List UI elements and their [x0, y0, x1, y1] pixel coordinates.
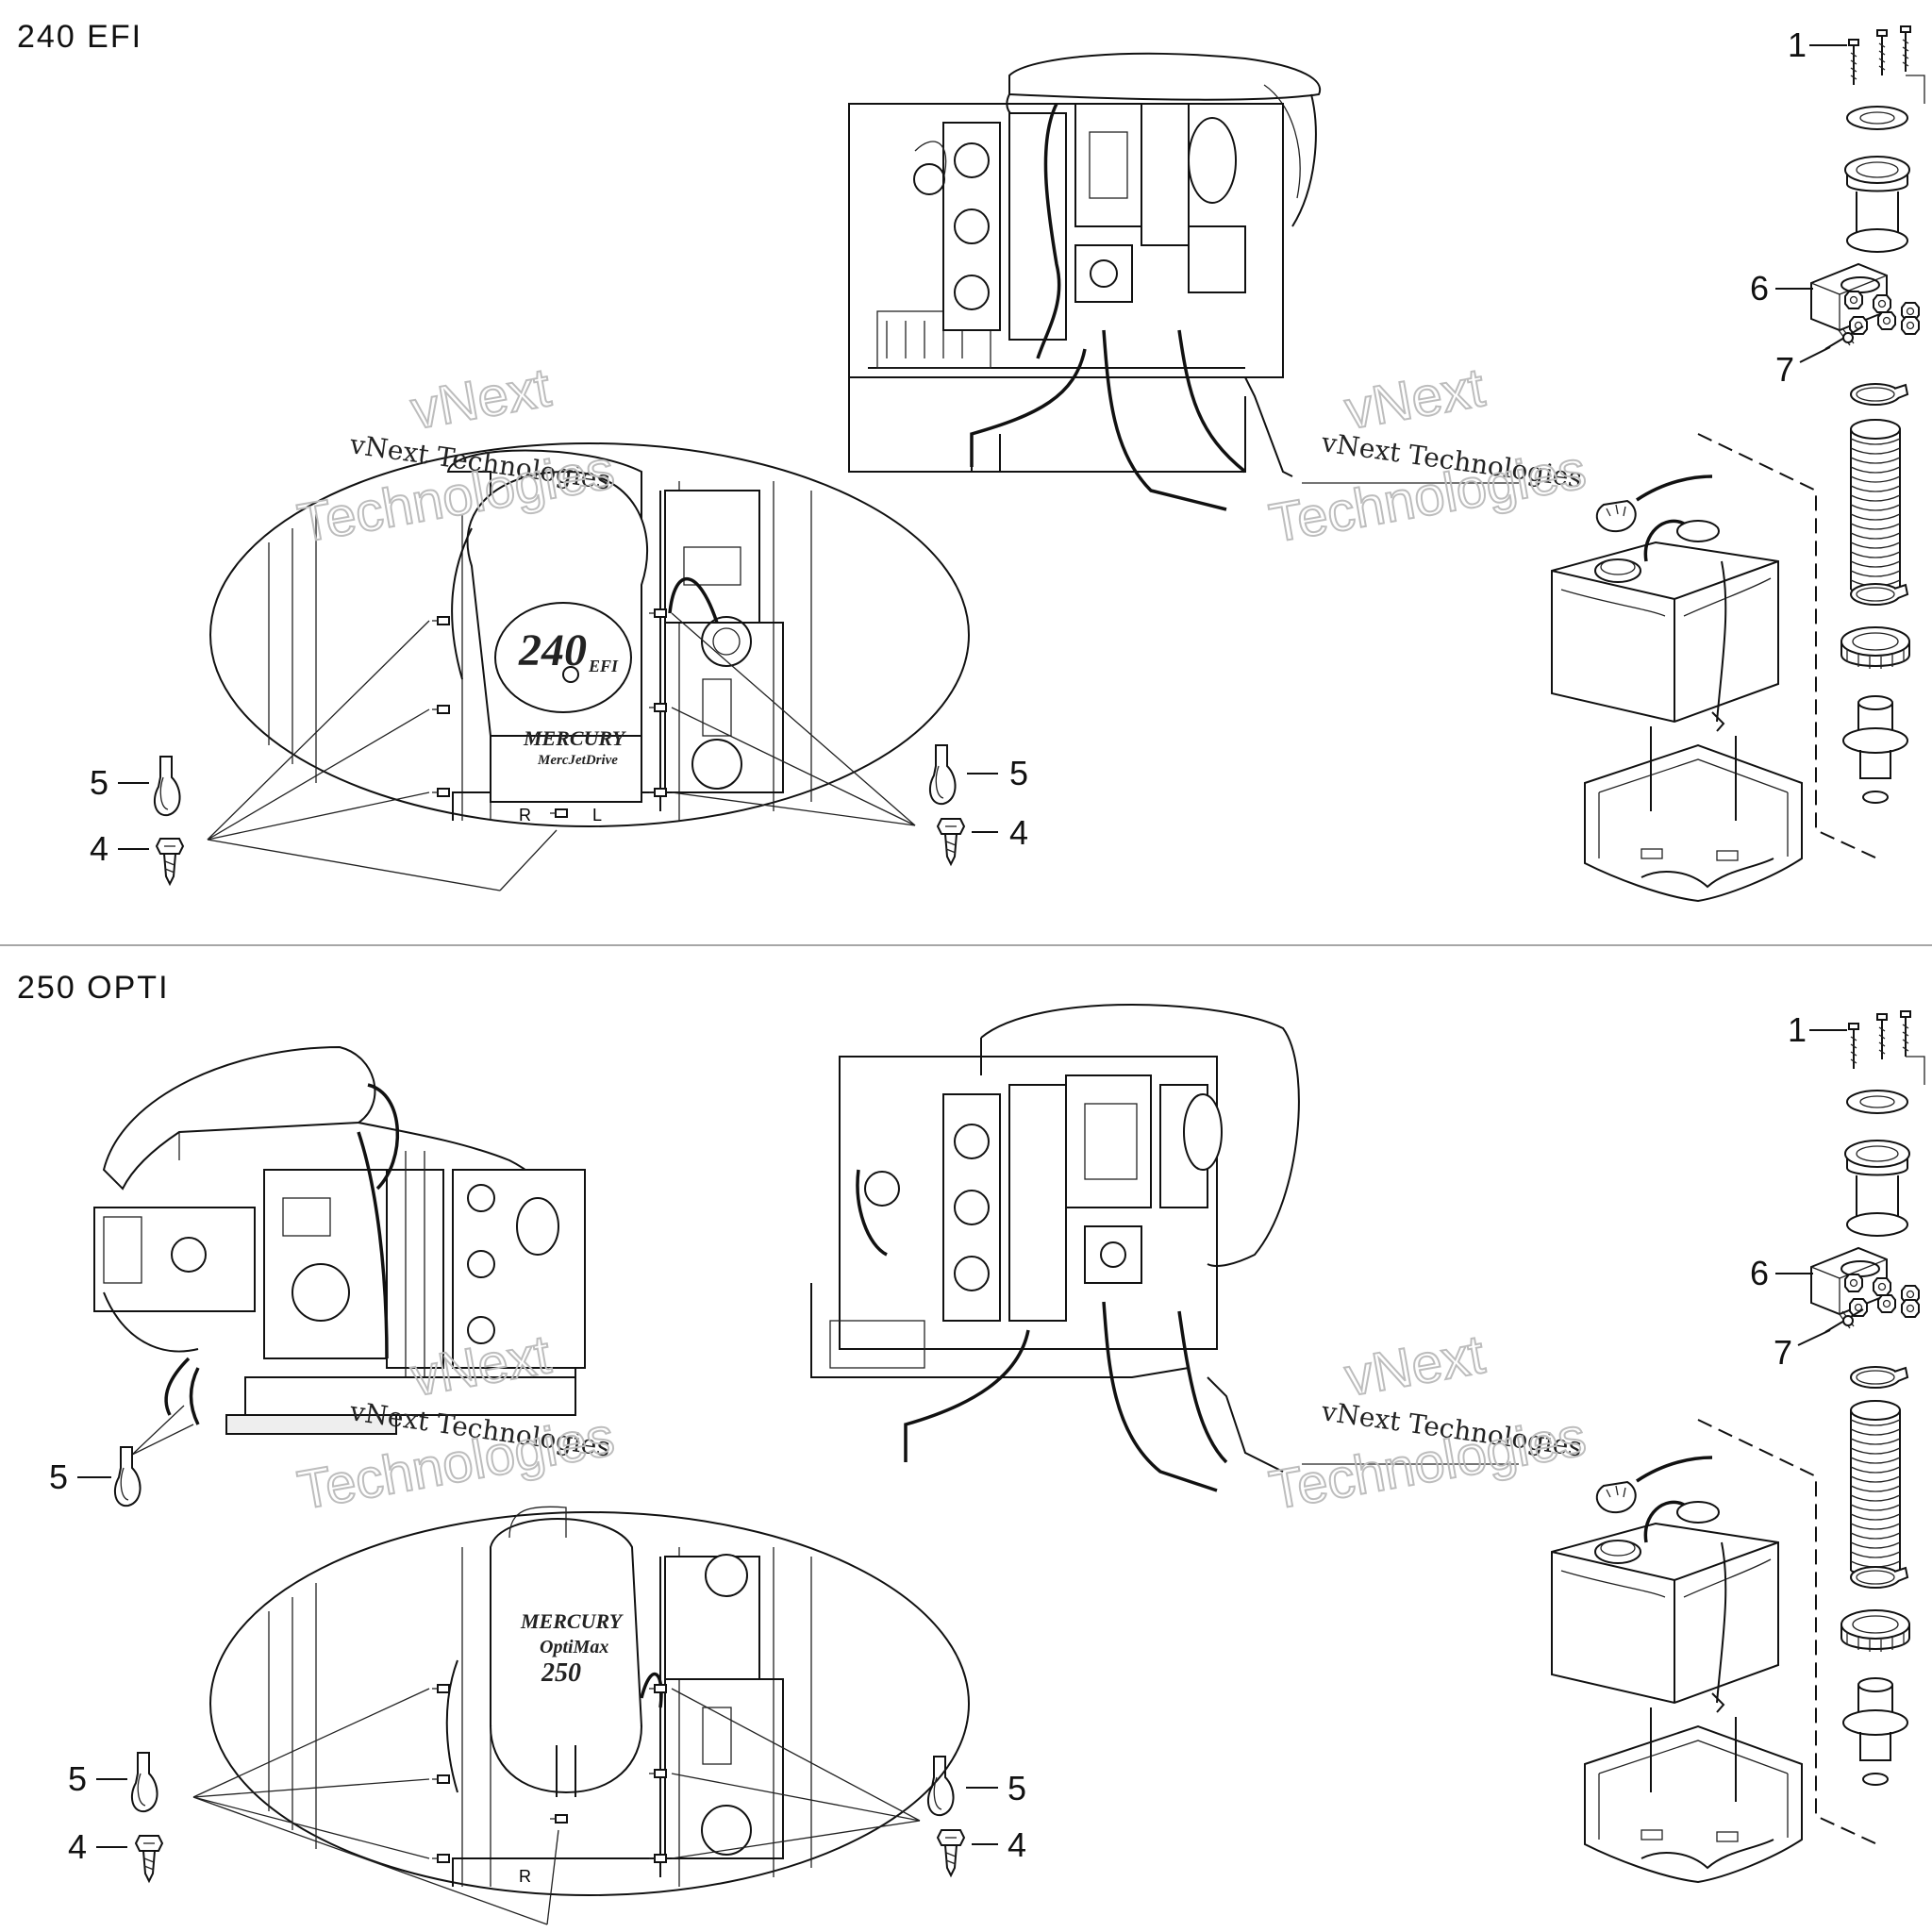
logo-efi: EFI [588, 657, 619, 675]
callout-label: 4 [1009, 813, 1028, 852]
marker-r: R [519, 806, 531, 824]
callout-label: 6 [1750, 1254, 1769, 1292]
callout-label: 5 [68, 1759, 87, 1798]
callout-label: 1 [1788, 1010, 1807, 1049]
callout-label: 4 [90, 829, 108, 868]
callout-label: 1 [1788, 25, 1807, 64]
watermark-big-1: vNext [407, 357, 555, 441]
callout-5-side-250: 5 [49, 1446, 142, 1507]
watermark-big-1: vNext [1341, 1324, 1489, 1408]
engine-assembly-top [848, 52, 1322, 511]
watermark-2: vNext Technologies vNext Technologies [1264, 356, 1591, 556]
leader-lines-250 [131, 1405, 1519, 1925]
filler-stack-250 [1810, 1010, 1925, 1786]
logo-model-240: MercJetDrive [537, 753, 618, 768]
callout-label: 5 [1009, 754, 1028, 792]
logo-brand-250: MERCURY [520, 1609, 625, 1633]
callout-7-240: 7 [1775, 346, 1831, 389]
logo-model-250: OptiMax [540, 1637, 608, 1657]
callout-1-250: 1 [1788, 1010, 1847, 1049]
leader-lines-240 [207, 482, 1519, 891]
logo-240: 240 [518, 625, 587, 675]
callout-4-left-240: 4 [90, 829, 184, 885]
dashed-axis-240 [1697, 433, 1878, 859]
marker-r-250: R [519, 1867, 531, 1886]
watermark-4: vNext Technologies vNext Technologies [1264, 1323, 1591, 1523]
callout-4-left-250: 4 [68, 1827, 163, 1882]
fuel-tank-250 [1550, 1456, 1803, 1883]
fuel-tank-240 [1550, 475, 1803, 902]
callout-4-right-240: 4 [937, 813, 1028, 865]
zoom-view-240: 240 EFI MERCURY MercJetDrive R L [209, 442, 970, 827]
zoom-view-250: MERCURY OptiMax 250 R [209, 1506, 970, 1896]
marker-l: L [592, 806, 602, 824]
dashed-axis-250 [1697, 1419, 1878, 1845]
callout-label: 5 [1008, 1769, 1026, 1807]
engine-assembly-side [93, 1045, 586, 1435]
callout-label: 5 [49, 1457, 68, 1496]
callout-label: 4 [68, 1827, 87, 1866]
section-title-240: 240 EFI [17, 19, 142, 55]
callout-1-240: 1 [1788, 25, 1847, 64]
logo-num-250: 250 [541, 1658, 581, 1688]
callout-7-250: 7 [1774, 1329, 1831, 1372]
callout-label: 4 [1008, 1825, 1026, 1864]
section-title-250: 250 OPTI [17, 970, 170, 1006]
callout-5-left-250: 5 [68, 1752, 158, 1813]
callout-label: 7 [1775, 350, 1794, 389]
callout-4-right-250: 4 [937, 1825, 1026, 1876]
callout-6-250: 6 [1750, 1254, 1813, 1292]
logo-brand-240: MERCURY [523, 726, 627, 750]
callout-label: 5 [90, 763, 108, 802]
filler-stack-240 [1810, 25, 1925, 804]
callout-6-240: 6 [1750, 269, 1813, 308]
callout-5-right-250: 5 [926, 1756, 1026, 1817]
callout-label: 6 [1750, 269, 1769, 308]
callout-label: 7 [1774, 1333, 1792, 1372]
callout-5-left-240: 5 [90, 756, 181, 817]
engine-assembly-top-250 [810, 1004, 1300, 1492]
watermark-big-1: vNext [1341, 357, 1489, 441]
callout-5-right-240: 5 [928, 744, 1028, 806]
